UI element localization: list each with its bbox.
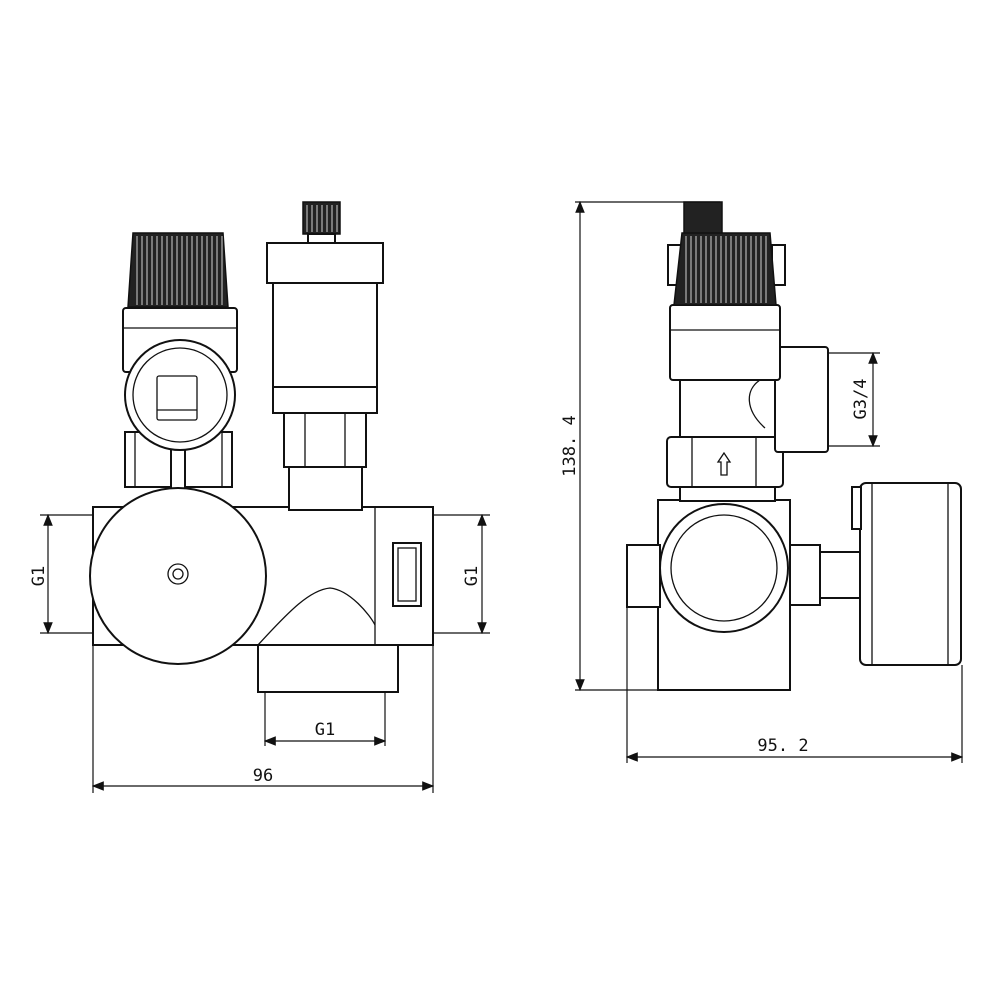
side-port-circle [659,503,789,633]
air-vent-body [272,282,378,388]
air-vent-hex-nut [283,412,367,468]
sight-window [392,542,422,607]
safety-valve-knob [127,232,229,308]
bottom-outlet [257,644,399,693]
dim-inlet-left: G1 [29,566,49,586]
side-valve-knob [673,232,777,306]
air-vent-top [266,242,384,284]
side-left-stub [626,544,661,608]
dim-outlet-bottom: G1 [315,720,335,740]
dim-height: 138. 4 [560,415,580,476]
air-vent-cap [302,201,341,235]
inlet-port-circle [89,487,267,665]
side-view: 138. 4 G3/4 95. 2 [560,200,964,763]
pressure-gauge [859,482,962,666]
side-hex-nut [666,436,784,488]
dim-depth: 95. 2 [757,736,808,756]
dim-width: 96 [253,766,273,786]
dim-side-outlet: G3/4 [851,379,871,420]
side-outlet [774,346,829,453]
dim-inlet-right: G1 [462,566,482,586]
side-valve-body [669,304,781,381]
front-view: G1 G1 G1 96 [29,201,490,793]
flow-arrow-icon [716,451,732,476]
safety-valve-port [124,339,236,451]
